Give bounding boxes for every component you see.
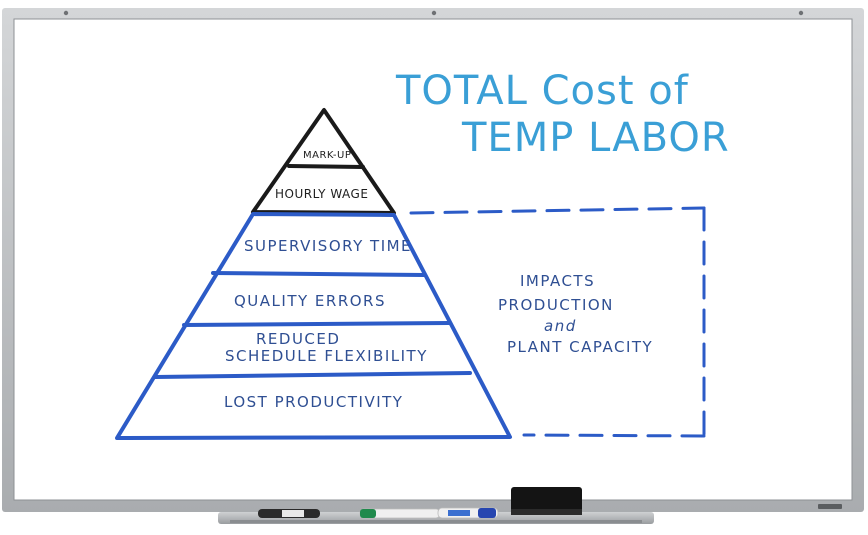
impact-bracket: [409, 206, 706, 438]
tier-schedule-flexibility-label: SCHEDULE FLEXIBILITY: [225, 347, 428, 365]
tier-markup-label: MARK-UP: [303, 150, 351, 161]
tier-lost-productivity-label: LOST PRODUCTIVITY: [224, 393, 403, 411]
screw-icon: [798, 10, 804, 16]
bracket-bottom: [522, 433, 706, 438]
impact-line4: PLANT CAPACITY: [507, 338, 653, 356]
impact-line2: PRODUCTION: [498, 296, 614, 314]
title-line1: TOTAL Cost of: [395, 68, 689, 114]
tier-supervisory-time-label: SUPERVISORY TIME: [244, 237, 412, 255]
tier-reduced-label: REDUCED: [256, 330, 340, 348]
bracket-top: [409, 206, 706, 215]
black-marker-icon[interactable]: [258, 509, 320, 518]
pyramid-divider-2: [182, 321, 451, 327]
pyramid-hidden-costs: [115, 212, 512, 440]
pyramid-bottom-outline: [115, 212, 512, 440]
marker-tray-lip: [230, 520, 642, 523]
brand-badge: [818, 504, 842, 509]
tier-quality-errors-label: QUALITY ERRORS: [234, 292, 386, 310]
green-marker-icon[interactable]: [359, 508, 441, 519]
impact-line1: IMPACTS: [520, 272, 595, 290]
pyramid-divider-3: [153, 371, 472, 379]
eraser-icon[interactable]: [511, 487, 582, 515]
impact-line3: and: [544, 317, 577, 335]
blue-marker-icon[interactable]: [437, 507, 499, 519]
title-line2: TEMP LABOR: [461, 115, 730, 161]
pyramid-divider-1: [211, 271, 426, 277]
pyramid-top-divider: [287, 164, 365, 169]
tier-hourly-wage-label: HOURLY WAGE: [275, 187, 368, 201]
screw-icon: [431, 10, 437, 16]
screw-icon: [63, 10, 69, 16]
board-surface-edge: [13, 18, 853, 501]
board-surface: [14, 19, 852, 500]
